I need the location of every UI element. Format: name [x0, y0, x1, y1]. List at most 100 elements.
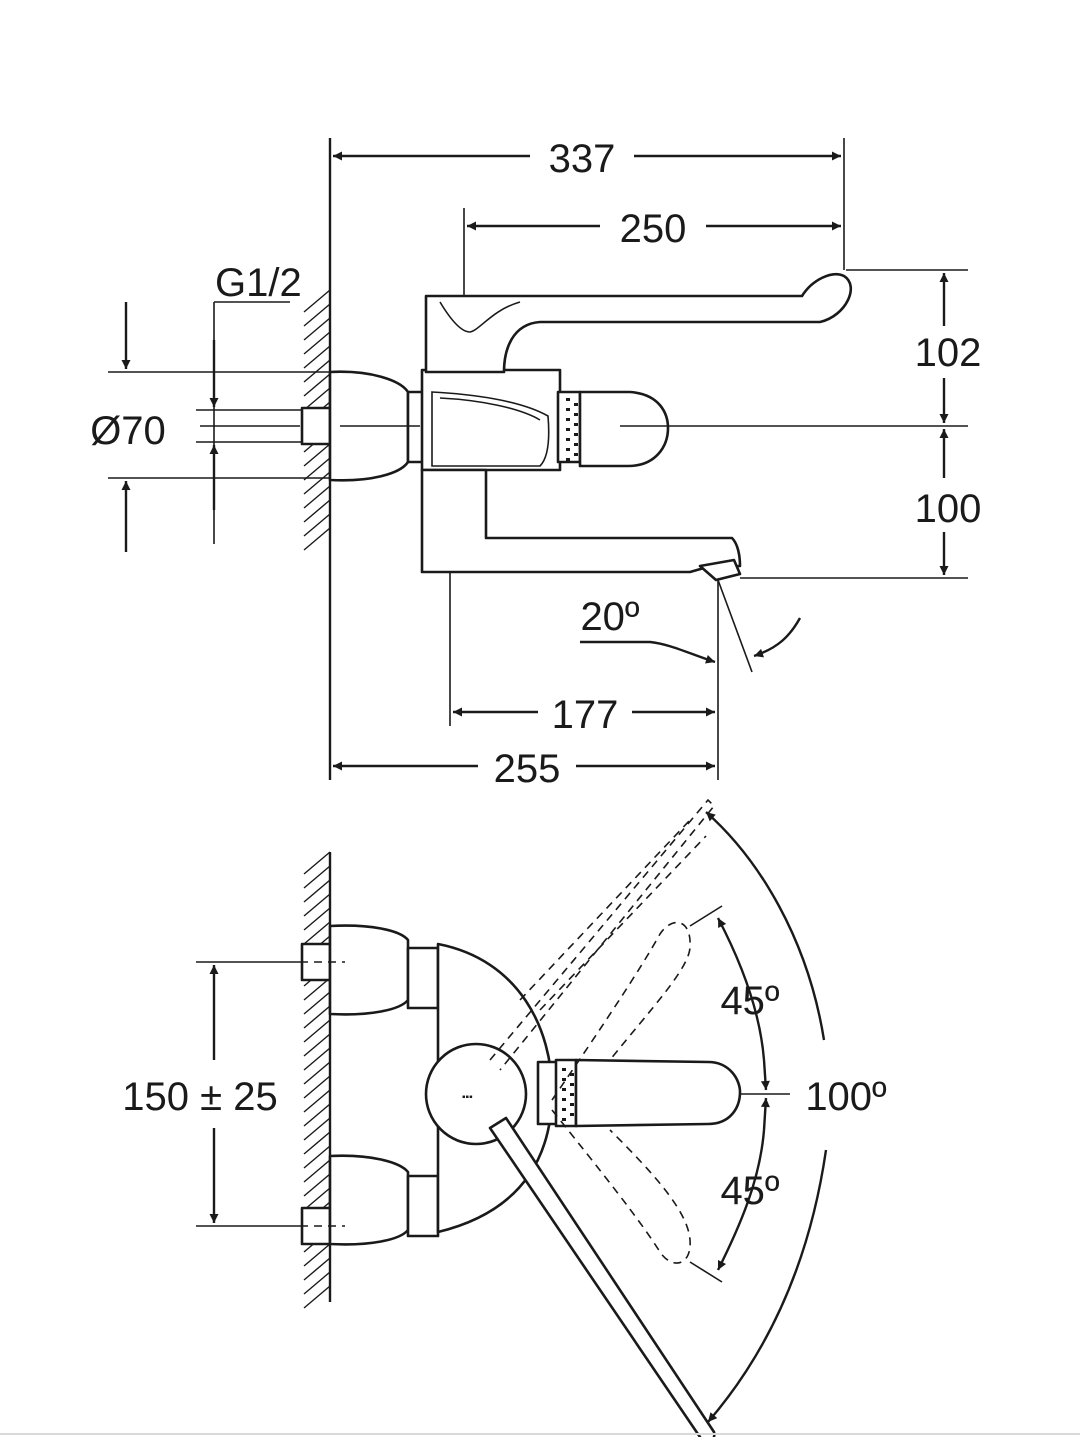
- wall-hatch-line: [303, 1117, 331, 1141]
- knob-grip-mark: [562, 1068, 566, 1071]
- wall-hatch-line: [303, 345, 331, 369]
- knob-grip-mark: [562, 1098, 566, 1101]
- knob-grip-mark: [562, 1108, 566, 1111]
- knob-grip-mark: [574, 403, 578, 406]
- dim-lever-swivel: 100º: [705, 811, 887, 1423]
- brand-mark: ▪▪▪: [462, 1092, 473, 1103]
- page-bottom-border: [0, 1433, 1080, 1435]
- dim-100-label: 100: [915, 487, 982, 531]
- wall-hatch-line: [303, 1285, 331, 1309]
- dim-337-label: 337: [549, 137, 616, 181]
- wall-hatch-line: [303, 485, 331, 509]
- knob-grip-mark: [566, 418, 570, 421]
- dim-thread-label: G1/2: [215, 261, 302, 305]
- wall-hatch-line: [303, 457, 331, 481]
- top-lever-ghost: [489, 798, 716, 1264]
- wall-hatch-line: [303, 317, 331, 341]
- wall-hatch-line: [303, 907, 331, 931]
- knob-grip-mark: [566, 428, 570, 431]
- wall-hatch-line: [303, 1047, 331, 1071]
- wall-hatch-line: [303, 443, 331, 467]
- knob-grip-mark: [562, 1088, 566, 1091]
- side-spout: [420, 468, 742, 582]
- wall-hatch-line: [303, 499, 331, 523]
- wall-hatch-line: [303, 879, 331, 903]
- knob-grip-mark: [570, 1093, 574, 1096]
- dim-177: 177: [449, 572, 715, 737]
- side-lever: [424, 273, 852, 374]
- top-lever: [488, 1116, 716, 1437]
- wall-hatch-line: [303, 1145, 331, 1169]
- knob-grip-mark: [562, 1118, 566, 1121]
- wall-hatch-line: [303, 1271, 331, 1295]
- wall-hatch-line: [303, 359, 331, 383]
- dim-250: 250: [463, 207, 841, 296]
- knob-grip-mark: [574, 453, 578, 456]
- wall-hatch-line: [303, 1243, 331, 1267]
- knob-grip-mark: [574, 423, 578, 426]
- dim-spout-angle-label: 20º: [580, 595, 639, 639]
- side-mixer-body: [420, 368, 670, 472]
- dim-swivel-upper-label: 45º: [720, 979, 779, 1023]
- wall-hatch-line: [303, 1159, 331, 1183]
- knob-grip-mark: [566, 458, 570, 461]
- wall-hatch-line: [303, 1061, 331, 1085]
- top-connector-lower: [300, 1154, 440, 1246]
- knob-grip-mark: [562, 1078, 566, 1081]
- dim-center-distance: 150 ± 25: [122, 961, 300, 1227]
- wall-hatch-line: [303, 1173, 331, 1197]
- dim-255-label: 255: [494, 747, 561, 791]
- wall-hatch-line: [303, 1131, 331, 1155]
- wall-hatch-line: [303, 865, 331, 889]
- wall-hatch-line: [303, 289, 331, 313]
- dim-102-100: 102 100: [740, 269, 982, 579]
- knob-grip-mark: [570, 1083, 574, 1086]
- wall-hatch-line: [303, 1187, 331, 1211]
- wall-hatch-line: [303, 331, 331, 355]
- wall-hatch-line: [303, 1005, 331, 1029]
- top-view: ▪▪▪ 150 ± 25: [122, 798, 887, 1437]
- wall-hatch-line: [303, 373, 331, 397]
- wall-hatch-line: [303, 1075, 331, 1099]
- dim-spout-angle: 20º: [580, 579, 802, 720]
- dim-337: 337: [333, 137, 845, 270]
- dim-255: 255: [333, 720, 719, 791]
- wall-hatch-line: [303, 991, 331, 1015]
- dim-diameter-label: Ø70: [90, 409, 166, 453]
- dim-swivel: 45º 45º: [689, 905, 790, 1283]
- dim-177-label: 177: [552, 693, 619, 737]
- wall-hatch-line: [303, 1103, 331, 1127]
- knob-grip-mark: [566, 438, 570, 441]
- wall-hatch-line: [303, 527, 331, 551]
- wall-hatch-line: [303, 921, 331, 945]
- top-mixer-body: ▪▪▪: [424, 942, 742, 1234]
- wall-hatch-line: [303, 1257, 331, 1281]
- wall-hatch-line: [303, 513, 331, 537]
- wall-hatch-line: [303, 851, 331, 875]
- wall-hatch-line: [303, 1089, 331, 1113]
- wall-hatch-line: [303, 387, 331, 411]
- wall-hatch-line: [303, 303, 331, 327]
- knob-grip-mark: [566, 408, 570, 411]
- knob-grip-mark: [566, 398, 570, 401]
- dim-lever-swivel-label: 100º: [805, 1075, 887, 1119]
- dim-thread: G1/2: [196, 261, 302, 544]
- side-wall: [303, 138, 332, 780]
- wall-hatch-line: [303, 1033, 331, 1057]
- top-connector-upper: [300, 924, 440, 1016]
- dim-250-label: 250: [620, 207, 687, 251]
- knob-grip-mark: [566, 448, 570, 451]
- knob-grip-mark: [574, 433, 578, 436]
- dim-swivel-lower-label: 45º: [720, 1169, 779, 1213]
- dim-center-distance-label: 150 ± 25: [122, 1075, 277, 1119]
- knob-grip-mark: [570, 1103, 574, 1106]
- wall-hatch-line: [303, 471, 331, 495]
- dim-diameter: Ø70: [90, 302, 330, 552]
- knob-grip-mark: [570, 1073, 574, 1076]
- wall-hatch-line: [303, 977, 331, 1001]
- knob-grip-mark: [574, 443, 578, 446]
- wall-hatch-line: [303, 1019, 331, 1043]
- knob-grip-mark: [570, 1113, 574, 1116]
- side-view: 337 250 102 100 G1/2: [90, 137, 981, 791]
